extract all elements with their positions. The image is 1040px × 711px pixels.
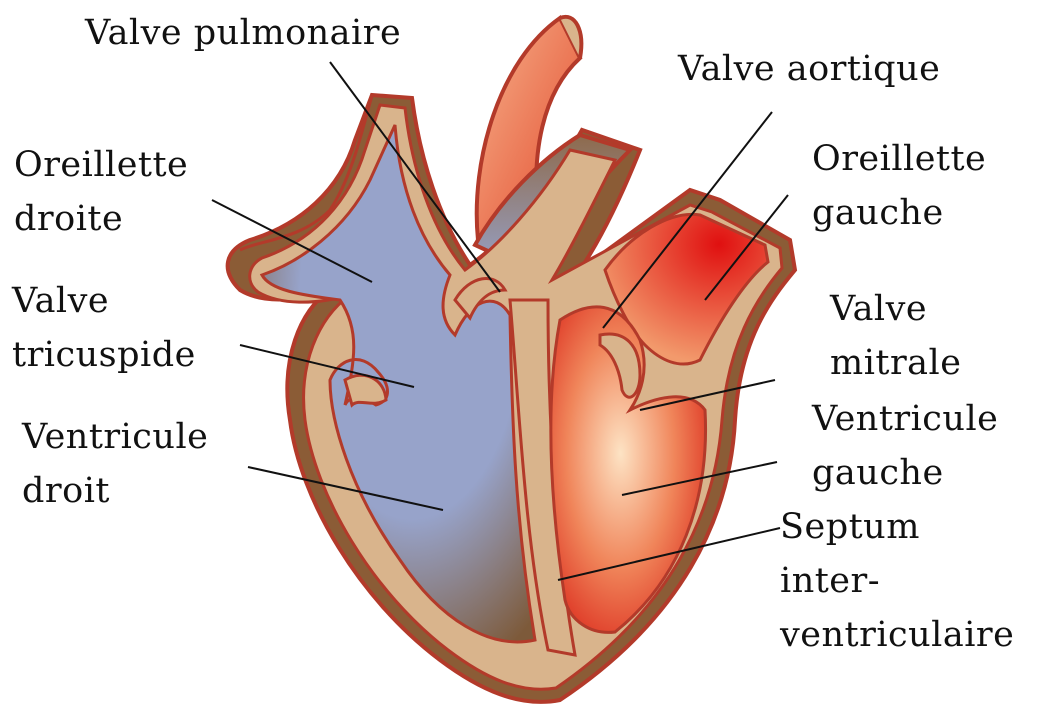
label-valve-tricuspide: Valve tricuspide <box>12 274 196 382</box>
label-valve-aortique-text: Valve aortique <box>678 42 940 96</box>
label-ventricule-gauche-line1: Ventricule <box>812 392 998 446</box>
label-oreillette-droite-line1: Oreillette <box>14 138 188 192</box>
label-valve-mitrale-line2: mitrale <box>830 336 961 390</box>
label-oreillette-gauche: Oreillette gauche <box>812 132 986 240</box>
label-oreillette-droite-line2: droite <box>14 192 188 246</box>
label-septum-line1: Septum <box>780 500 1014 554</box>
label-valve-aortique: Valve aortique <box>678 42 940 96</box>
label-valve-pulmonaire-text: Valve pulmonaire <box>85 6 401 60</box>
label-valve-mitrale-line1: Valve <box>830 282 961 336</box>
label-oreillette-gauche-line1: Oreillette <box>812 132 986 186</box>
label-oreillette-droite: Oreillette droite <box>14 138 188 246</box>
label-oreillette-gauche-line2: gauche <box>812 186 986 240</box>
label-septum-interventriculaire: Septum inter- ventriculaire <box>780 500 1014 662</box>
label-valve-tricuspide-line1: Valve <box>12 274 196 328</box>
label-valve-pulmonaire: Valve pulmonaire <box>85 6 401 60</box>
label-valve-tricuspide-line2: tricuspide <box>12 328 196 382</box>
label-ventricule-droit-line1: Ventricule <box>22 410 208 464</box>
label-ventricule-gauche-line2: gauche <box>812 446 998 500</box>
label-septum-line3: ventriculaire <box>780 608 1014 662</box>
label-septum-line2: inter- <box>780 554 1014 608</box>
label-ventricule-droit: Ventricule droit <box>22 410 208 518</box>
label-ventricule-droit-line2: droit <box>22 464 208 518</box>
label-valve-mitrale: Valve mitrale <box>830 282 961 390</box>
label-ventricule-gauche: Ventricule gauche <box>812 392 998 500</box>
